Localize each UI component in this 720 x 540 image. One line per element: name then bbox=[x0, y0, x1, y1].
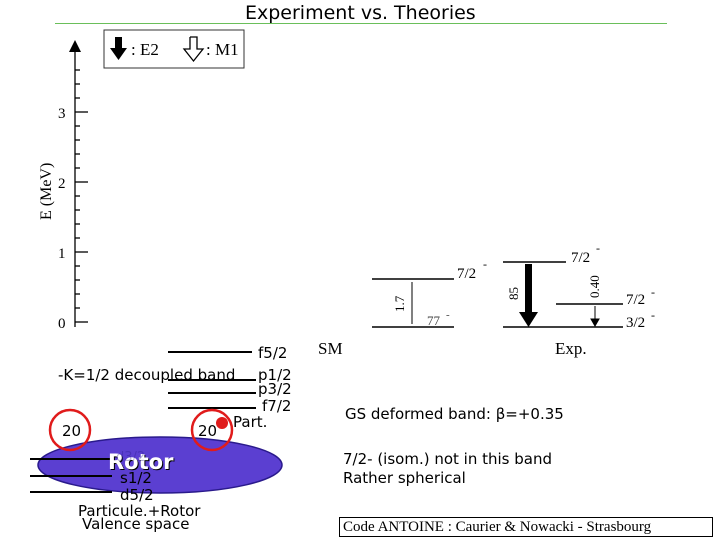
axis-arrowhead bbox=[69, 40, 81, 52]
orbit-label-f72: f7/2 bbox=[262, 397, 291, 415]
exp-label: Exp. bbox=[555, 339, 587, 358]
orbit-label-p12: p1/2 bbox=[258, 366, 292, 384]
magic-20-right: 20 bbox=[198, 422, 218, 440]
credit-box: Code ANTOINE : Caurier & Nowacki - Stras… bbox=[339, 517, 713, 537]
m1-arrow-icon bbox=[182, 36, 205, 63]
isomer-note-line1: 7/2- (isom.) not in this band bbox=[343, 450, 552, 468]
tick-label-0: 0 bbox=[58, 316, 66, 332]
exp-transition-e2: 85 bbox=[506, 287, 521, 300]
sm-level-72-label: 7/2 bbox=[457, 266, 476, 282]
legend-m1-label: : M1 bbox=[206, 40, 239, 59]
orbit-f52-text: f5/2 bbox=[258, 344, 288, 362]
legend-e2-label: : E2 bbox=[131, 40, 159, 59]
tick-label-3: 3 bbox=[58, 106, 66, 122]
sm-level-72-parity: - bbox=[483, 257, 487, 271]
orbit-label-s12: s1/2 bbox=[120, 469, 152, 487]
orbit-p12-text: p1/2 bbox=[258, 366, 292, 384]
rotor-label: Rotor bbox=[108, 450, 174, 474]
exp-level-72-upper-parity: - bbox=[596, 241, 600, 255]
page-title: Experiment vs. Theories bbox=[245, 2, 476, 24]
gs-band-note: GS deformed band: β=+0.35 bbox=[345, 405, 564, 423]
orbit-f72-text: f7/2 bbox=[262, 397, 292, 415]
rotor-ellipse bbox=[37, 436, 283, 494]
orbit-label-f52: f5/2 bbox=[258, 344, 287, 362]
tick-label-2: 2 bbox=[58, 176, 66, 192]
particule-rotor-label: Particule.+Rotor bbox=[78, 502, 201, 520]
valence-space-label: Valence space bbox=[82, 515, 190, 533]
magic-20-left-circle bbox=[48, 408, 92, 452]
orbit-label-p32: p3/2 bbox=[258, 380, 292, 398]
particle-dot bbox=[216, 417, 228, 429]
orbit-p32-text: p3/2 bbox=[258, 380, 292, 398]
decoupled-band-label: -K=1/2 decoupled band bbox=[58, 366, 236, 384]
sm-level-77-label: 77 bbox=[427, 313, 441, 328]
exp-e2-arrow bbox=[519, 264, 538, 327]
exp-level-72-lower-label: 7/2 bbox=[626, 292, 645, 308]
exp-m1-arrow bbox=[590, 306, 600, 328]
part-label: Part. bbox=[233, 413, 268, 431]
sm-label: SM bbox=[318, 339, 343, 358]
e2-arrow-icon bbox=[110, 37, 127, 60]
energy-axis bbox=[74, 50, 88, 327]
sm-transition-value: 1.7 bbox=[392, 295, 407, 312]
exp-level-72-upper-label: 7/2 bbox=[571, 250, 590, 266]
axis-ylabel: E (MeV) bbox=[38, 163, 55, 220]
exp-transition-m1: 0.40 bbox=[587, 275, 602, 298]
magic-20-left: 20 bbox=[62, 422, 82, 440]
orbit-label-d32: d3/2 bbox=[116, 450, 146, 465]
exp-level-32-parity: - bbox=[651, 308, 655, 322]
level-scheme-diagram: : E2 : M1 0 1 2 3 E (MeV) 1.7 7/2 - 77 bbox=[38, 29, 655, 358]
exp-level-32-label: 3/2 bbox=[626, 315, 645, 331]
orbit-label-d52: d5/2 bbox=[120, 486, 154, 504]
tick-label-1: 1 bbox=[58, 246, 66, 262]
particle-rotor-scheme bbox=[30, 351, 283, 494]
sm-level-77-parity: - bbox=[446, 309, 450, 321]
legend-box bbox=[103, 29, 245, 69]
exp-level-72-lower-parity: - bbox=[651, 285, 655, 299]
credit-text: Code ANTOINE : Caurier & Nowacki - Stras… bbox=[343, 519, 652, 535]
isomer-note-line2: Rather spherical bbox=[343, 469, 466, 487]
magic-20-right-circle bbox=[190, 408, 234, 452]
title-rule bbox=[55, 23, 667, 24]
